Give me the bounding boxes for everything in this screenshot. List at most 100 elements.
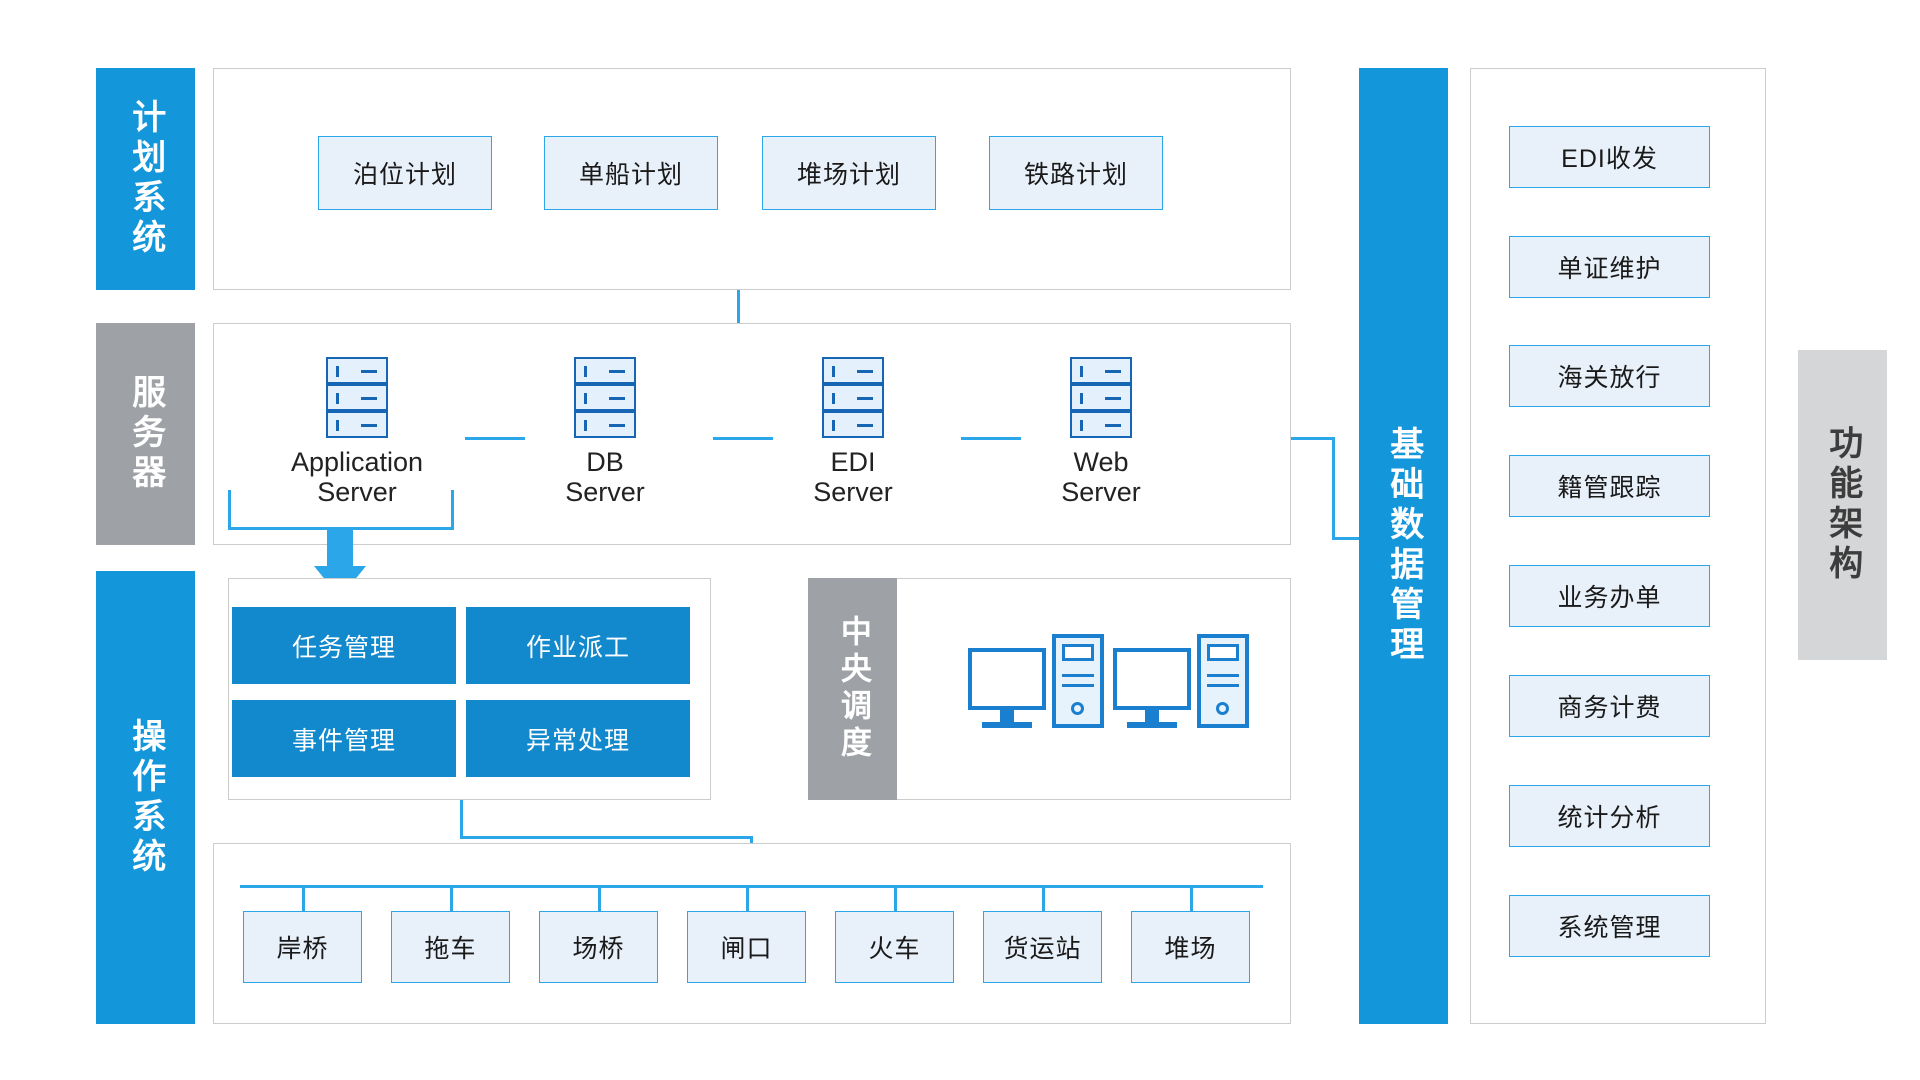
side-label-operation-system: 操作系统 <box>96 571 195 1024</box>
side-label-plan-system: 计划系统 <box>96 68 195 290</box>
tower-power-button <box>1071 702 1084 715</box>
central-dispatch-label-text: 中央调度 <box>835 615 871 763</box>
equipment-item-train-label: 火车 <box>868 935 921 963</box>
equipment-item-yard-crane[interactable]: 场桥 <box>539 911 658 983</box>
equipment-item-freight-station-label: 货运站 <box>1003 935 1082 963</box>
monitor-base <box>1127 722 1177 728</box>
server-edi-caption: EDI Server <box>768 447 938 507</box>
app-server-bracket <box>228 490 454 530</box>
operation-tile-task-management-label: 任务管理 <box>291 633 396 662</box>
equipment-item-yard-crane-label: 场桥 <box>572 935 625 963</box>
server-rack-icon <box>1070 357 1132 439</box>
server-rack-icon <box>822 357 884 439</box>
server-web[interactable]: Web Server <box>1016 357 1186 507</box>
equipment-item-train[interactable]: 火车 <box>835 911 954 983</box>
equipment-item-truck[interactable]: 拖车 <box>391 911 510 983</box>
plan-item-railway[interactable]: 铁路计划 <box>989 136 1163 210</box>
plan-item-yard[interactable]: 堆场计划 <box>762 136 936 210</box>
tower-drive-slot <box>1207 644 1239 661</box>
function-item-business-order[interactable]: 业务办单 <box>1509 565 1710 627</box>
side-label-basic-data-management: 基础数据管理 <box>1359 68 1448 1024</box>
equipment-item-freight-station[interactable]: 货运站 <box>983 911 1102 983</box>
function-item-document-maintenance[interactable]: 单证维护 <box>1509 236 1710 298</box>
function-item-commercial-billing[interactable]: 商务计费 <box>1509 675 1710 737</box>
equipment-item-truck-label: 拖车 <box>424 935 477 963</box>
tower-vent-line-2 <box>1062 684 1094 687</box>
desktop-computer-icon <box>968 634 1128 744</box>
server-edi-line2: Server <box>813 477 893 508</box>
equipment-drop-7 <box>1190 885 1193 913</box>
desktop-computer-icon <box>1113 634 1273 744</box>
tower-vent-line-1 <box>1207 674 1239 677</box>
function-list-panel <box>1470 68 1766 1024</box>
plan-item-railway-label: 铁路计划 <box>1023 161 1128 189</box>
function-item-system-management-label: 系统管理 <box>1557 914 1662 942</box>
side-label-plan-system-text: 计划系统 <box>126 99 165 259</box>
equipment-tree-bus <box>240 885 1263 888</box>
function-item-customs-release[interactable]: 海关放行 <box>1509 345 1710 407</box>
function-item-customs-release-label: 海关放行 <box>1557 364 1662 392</box>
arrow-shaft-app-to-operation <box>327 528 353 570</box>
plan-item-vessel-label: 单船计划 <box>578 161 683 189</box>
server-web-line1: Web <box>1073 447 1129 477</box>
connector-operation-to-equipment-v1 <box>460 800 463 838</box>
equipment-drop-2 <box>450 885 453 913</box>
server-rack-icon <box>326 357 388 439</box>
plan-item-berth[interactable]: 泊位计划 <box>318 136 492 210</box>
connector-operation-to-equipment-h <box>460 836 753 839</box>
server-edi[interactable]: EDI Server <box>768 357 938 507</box>
function-item-registry-tracking[interactable]: 籍管跟踪 <box>1509 455 1710 517</box>
function-item-document-maintenance-label: 单证维护 <box>1557 255 1662 283</box>
server-db[interactable]: DB Server <box>520 357 690 507</box>
side-label-server-text: 服务器 <box>126 374 165 494</box>
monitor-neck <box>1000 710 1014 722</box>
monitor-base <box>982 722 1032 728</box>
equipment-drop-1 <box>302 885 305 913</box>
equipment-item-yard-label: 堆场 <box>1164 935 1217 963</box>
function-item-edi-transfer-label: EDI收发 <box>1561 145 1658 173</box>
equipment-item-gate[interactable]: 闸口 <box>687 911 806 983</box>
function-item-statistical-analysis[interactable]: 统计分析 <box>1509 785 1710 847</box>
plan-item-berth-label: 泊位计划 <box>352 161 457 189</box>
server-application-caption: Application Server <box>272 447 442 507</box>
plan-item-yard-label: 堆场计划 <box>796 161 901 189</box>
function-item-business-order-label: 业务办单 <box>1557 584 1662 612</box>
function-item-commercial-billing-label: 商务计费 <box>1557 694 1662 722</box>
server-web-line2: Server <box>1061 477 1141 508</box>
server-web-caption: Web Server <box>1016 447 1186 507</box>
equipment-drop-5 <box>894 885 897 913</box>
equipment-item-quay-crane[interactable]: 岸桥 <box>243 911 362 983</box>
operation-tile-event-management-label: 事件管理 <box>291 726 396 755</box>
operation-tile-job-dispatch[interactable]: 作业派工 <box>466 607 690 684</box>
server-application-line1: Application <box>290 447 424 477</box>
server-to-basic-data-h2 <box>1332 537 1359 540</box>
operation-tile-exception-handling[interactable]: 异常处理 <box>466 700 690 777</box>
operation-tile-task-management[interactable]: 任务管理 <box>232 607 456 684</box>
operation-tile-job-dispatch-label: 作业派工 <box>525 633 630 662</box>
function-item-edi-transfer[interactable]: EDI收发 <box>1509 126 1710 188</box>
monitor-screen <box>1113 648 1191 710</box>
function-item-system-management[interactable]: 系统管理 <box>1509 895 1710 957</box>
side-label-basic-data-management-text: 基础数据管理 <box>1384 426 1423 666</box>
monitor-neck <box>1145 710 1159 722</box>
server-db-line2: Server <box>565 477 645 508</box>
tower-vent-line-1 <box>1062 674 1094 677</box>
server-db-caption: DB Server <box>520 447 690 507</box>
server-application-line2: Server <box>317 477 397 508</box>
server-application[interactable]: Application Server <box>272 357 442 507</box>
side-label-server: 服务器 <box>96 323 195 545</box>
plan-item-vessel[interactable]: 单船计划 <box>544 136 718 210</box>
operation-tile-event-management[interactable]: 事件管理 <box>232 700 456 777</box>
equipment-drop-3 <box>598 885 601 913</box>
monitor-screen <box>968 648 1046 710</box>
side-label-functional-architecture: 功能架构 <box>1798 350 1887 660</box>
tower-vent-line-2 <box>1207 684 1239 687</box>
server-db-line1: DB <box>586 447 624 477</box>
operation-tile-exception-handling-label: 异常处理 <box>525 726 630 755</box>
server-link-2 <box>713 437 773 440</box>
side-label-functional-architecture-text: 功能架构 <box>1823 425 1862 585</box>
equipment-item-yard[interactable]: 堆场 <box>1131 911 1250 983</box>
equipment-drop-6 <box>1042 885 1045 913</box>
tower-drive-slot <box>1062 644 1094 661</box>
